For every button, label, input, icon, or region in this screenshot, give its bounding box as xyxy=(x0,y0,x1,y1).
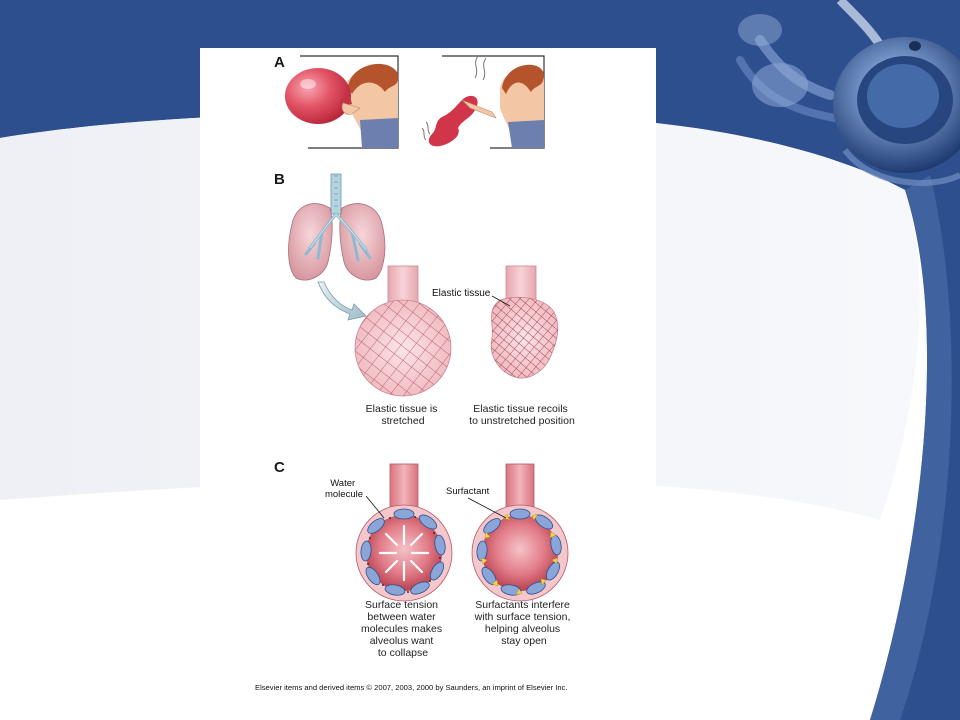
panel-b-letter: B xyxy=(274,171,285,188)
surfactant-label: Surfactant xyxy=(446,486,490,497)
open-alveolus xyxy=(471,463,569,602)
panel-a-letter: A xyxy=(274,54,285,71)
swoosh-edge xyxy=(870,175,952,720)
zoom-arrow xyxy=(317,281,367,321)
stethoscope-icon xyxy=(736,0,960,186)
collapsing-alveolus xyxy=(355,463,453,602)
water-molecule-label: Water molecule xyxy=(325,478,363,500)
surface-tension-caption: Surface tension between water molecules … xyxy=(361,599,445,659)
lungs-illustration xyxy=(288,173,386,281)
water-molecule-leader xyxy=(365,495,385,519)
elastic-tissue-leader xyxy=(491,295,511,307)
elastic-tissue-label: Elastic tissue xyxy=(432,288,491,299)
recoil-caption: Elastic tissue recoils to unstretched po… xyxy=(469,403,575,427)
surfactant-caption: Surfactants interfere with surface tensi… xyxy=(474,599,574,647)
copyright-notice: Elsevier items and derived items © 2007,… xyxy=(255,683,567,692)
stretched-caption: Elastic tissue is stretched xyxy=(366,403,441,427)
figure-panel: A xyxy=(200,48,656,698)
panel-c-letter: C xyxy=(274,459,285,476)
recoiled-alveolus xyxy=(490,265,559,379)
surfactant-leader xyxy=(467,497,507,519)
inflating-balloon-illustration xyxy=(285,55,399,149)
stretched-alveolus xyxy=(354,265,452,397)
deflating-balloon-illustration xyxy=(421,55,545,149)
